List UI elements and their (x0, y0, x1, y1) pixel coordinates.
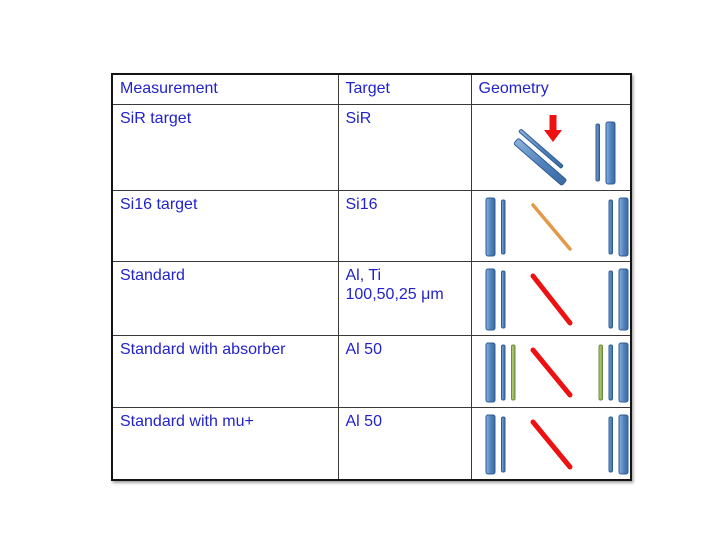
target-cell: SiR (337, 103, 472, 191)
detector-bar-blue (500, 199, 505, 254)
table-row: Standard with mu+ Al 50 (111, 406, 632, 480)
detector-bar-blue (485, 197, 495, 256)
detector-bar-blue (500, 270, 505, 328)
tilted-target-bars (513, 128, 566, 185)
detector-bar-blue (500, 344, 505, 400)
beam-line-red (530, 273, 572, 325)
beam-line-orange (530, 202, 572, 251)
geometry-cell (470, 103, 632, 191)
detector-bar-blue (485, 414, 495, 474)
measurement-cell: Standard with mu+ (111, 406, 339, 480)
geometry-cell (470, 406, 632, 480)
standard-target-with-absorber-red-beam (485, 342, 628, 402)
geometry-cell (470, 260, 632, 336)
measurement-cell: Si16 target (111, 189, 339, 262)
detector-bar-blue (618, 197, 628, 256)
measurement-cell: SiR target (111, 103, 339, 191)
measurement-table: Measurement Target Geometry SiR target S… (111, 73, 632, 481)
straight-target-orange-beam (485, 197, 628, 256)
detector-bar-blue (595, 123, 600, 181)
detector-bar-blue (608, 344, 613, 400)
header-row: Measurement Target Geometry (111, 73, 632, 105)
table-row: Standard Al, Ti 100,50,25 μm (111, 260, 632, 336)
beam-line-red (530, 419, 572, 469)
detector-bar-blue (618, 268, 628, 330)
detector-bar-blue (608, 270, 613, 328)
detector-bar-blue (485, 268, 495, 330)
col-header-target: Target (337, 73, 472, 105)
detector-bar-blue (618, 414, 628, 474)
detector-bar-blue (485, 342, 495, 402)
detector-bar-green (510, 344, 515, 400)
measurement-cell: Standard with absorber (111, 334, 339, 408)
col-header-geometry: Geometry (470, 73, 632, 105)
detector-bar-blue (608, 199, 613, 254)
detector-bar-blue (500, 416, 505, 472)
detector-bar-blue (618, 342, 628, 402)
geometry-cell (470, 334, 632, 408)
detector-bar-blue (605, 121, 615, 184)
target-cell: Al 50 (337, 406, 472, 480)
beam-arrow-icon (543, 114, 562, 142)
tilted-target-with-beam-arrow (513, 114, 615, 185)
standard-target-mu-plus-red-beam (485, 414, 628, 474)
geometry-cell (470, 189, 632, 262)
measurement-cell: Standard (111, 260, 339, 336)
target-cell: Al, Ti 100,50,25 μm (337, 260, 472, 336)
detector-bar-blue (608, 416, 613, 472)
target-cell: Si16 (337, 189, 472, 262)
table-row: Standard with absorber Al 50 (111, 334, 632, 408)
table-row: SiR target SiR (111, 103, 632, 191)
standard-target-red-beam (485, 268, 628, 330)
table-row: Si16 target Si16 (111, 189, 632, 262)
target-cell: Al 50 (337, 334, 472, 408)
beam-line-red (530, 347, 572, 397)
col-header-measurement: Measurement (111, 73, 339, 105)
detector-bar-green (598, 344, 603, 400)
